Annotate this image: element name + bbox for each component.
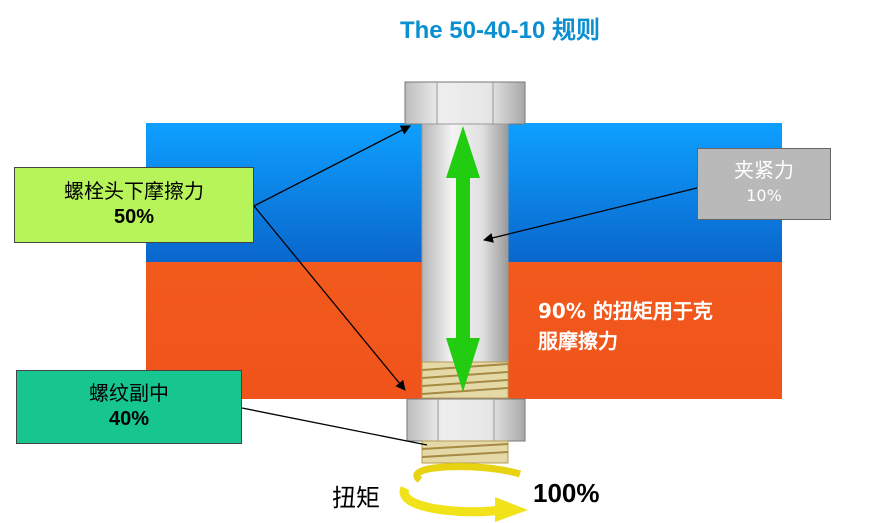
head-friction-label: 螺栓头下摩擦力	[64, 179, 204, 203]
friction-note: 90% 的扭矩用于克 服摩擦力	[538, 296, 778, 356]
head-friction-box: 螺栓头下摩擦力 50%	[14, 167, 254, 243]
nut	[406, 398, 526, 442]
head-friction-percent: 50%	[113, 206, 155, 228]
tension-double-arrow	[446, 126, 480, 392]
friction-note-line2: 服摩擦力	[538, 329, 618, 353]
page-title: The 50-40-10 规则	[399, 17, 601, 44]
torque-label: 扭矩	[332, 484, 380, 512]
clamp-force-label: 夹紧力	[734, 158, 794, 182]
torque-percent: 100%	[533, 478, 600, 508]
bolt-tail-threads	[421, 440, 509, 464]
leader-clamp-force	[483, 187, 698, 243]
clamp-force-box: 夹紧力 10%	[697, 148, 831, 220]
torque-arrow-icon	[399, 463, 528, 522]
thread-friction-label: 螺纹副中	[89, 381, 169, 405]
bolt-head	[404, 81, 526, 125]
friction-note-line1: 90% 的扭矩用于克	[538, 299, 713, 323]
leader-head-friction-bottom	[253, 205, 406, 391]
thread-friction-box: 螺纹副中 40%	[16, 370, 242, 444]
thread-friction-percent: 40%	[108, 408, 150, 430]
leader-thread-friction	[241, 407, 428, 446]
clamp-force-percent: 10%	[746, 186, 782, 205]
leader-head-friction-top	[253, 125, 411, 207]
